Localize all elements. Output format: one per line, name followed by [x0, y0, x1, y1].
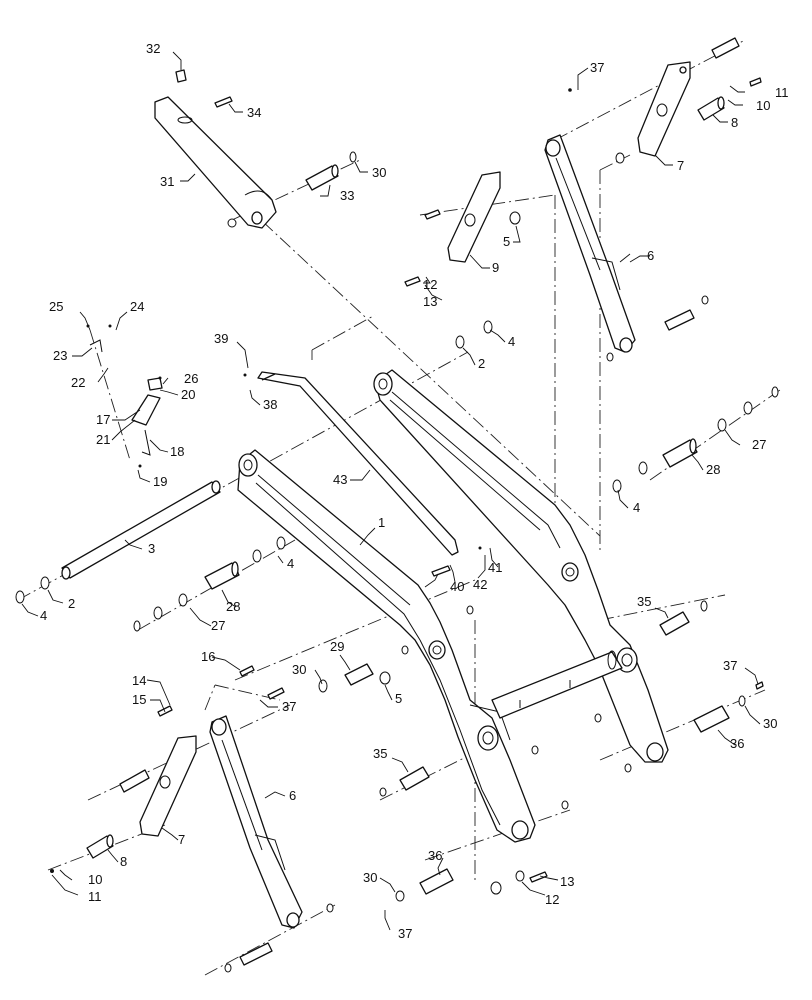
link-upper-right [544, 134, 636, 353]
callout-2: 2 [478, 356, 485, 371]
callout-25: 25 [49, 299, 63, 314]
callout-37: 37 [723, 658, 737, 673]
callout-11: 11 [775, 85, 789, 100]
callout-9: 9 [492, 260, 499, 275]
callout-33: 33 [340, 188, 354, 203]
callout-36: 36 [730, 736, 744, 751]
plate-lower-left [139, 735, 197, 837]
callout-19: 19 [153, 474, 167, 489]
loader-arm-far [373, 369, 669, 763]
callout-3: 3 [148, 541, 155, 556]
cross-tube [491, 650, 623, 719]
callout-30: 30 [363, 870, 377, 885]
callout-12: 12 [423, 277, 437, 292]
callout-35: 35 [373, 746, 387, 761]
callout-26: 26 [184, 371, 198, 386]
callout-12: 12 [545, 892, 559, 907]
callout-30: 30 [763, 716, 777, 731]
callout-4: 4 [40, 608, 47, 623]
callout-13: 13 [560, 874, 574, 889]
center-lines [17, 39, 781, 976]
callout-6: 6 [647, 248, 654, 263]
callout-15: 15 [132, 692, 146, 707]
callout-5: 5 [395, 691, 402, 706]
callout-28: 28 [706, 462, 720, 477]
callout-24: 24 [130, 299, 144, 314]
callout-1: 1 [378, 515, 385, 530]
callout-4: 4 [633, 500, 640, 515]
callout-34: 34 [247, 105, 261, 120]
callout-23: 23 [53, 348, 67, 363]
callout-7: 7 [178, 832, 185, 847]
callout-41: 41 [488, 560, 502, 575]
pivot-shaft [61, 480, 221, 580]
link-lower-left [209, 715, 303, 929]
callout-17: 17 [96, 412, 110, 427]
callout-18: 18 [170, 444, 184, 459]
callout-13: 13 [423, 294, 437, 309]
leader-lines [21, 51, 761, 931]
callout-14: 14 [132, 673, 146, 688]
callout-28: 28 [226, 599, 240, 614]
callout-42: 42 [473, 577, 487, 592]
callout-21: 21 [96, 432, 110, 447]
callout-11: 11 [88, 889, 102, 904]
link-rod [257, 371, 459, 556]
callout-7: 7 [677, 158, 684, 173]
callout-30: 30 [372, 165, 386, 180]
callout-6: 6 [289, 788, 296, 803]
hardware [15, 37, 779, 973]
callout-31: 31 [160, 174, 174, 189]
callout-43: 43 [333, 472, 347, 487]
callout-4: 4 [287, 556, 294, 571]
plates [139, 61, 691, 837]
callout-37: 37 [282, 699, 296, 714]
plate-upper-right [637, 61, 691, 157]
upper-bracket [154, 69, 277, 229]
callout-27: 27 [211, 618, 225, 633]
callout-29: 29 [330, 639, 344, 654]
callout-8: 8 [120, 854, 127, 869]
callout-37: 37 [590, 60, 604, 75]
callout-30: 30 [292, 662, 306, 677]
callout-39: 39 [214, 331, 228, 346]
callout-10: 10 [756, 98, 770, 113]
callout-20: 20 [181, 387, 195, 402]
callout-10: 10 [88, 872, 102, 887]
callout-22: 22 [71, 375, 85, 390]
callout-labels: 1 2 2 3 4 4 4 4 5 5 6 6 7 7 8 8 9 10 10 … [40, 41, 789, 941]
callout-8: 8 [731, 115, 738, 130]
callout-40: 40 [450, 579, 464, 594]
loader-arm-near [237, 449, 536, 843]
callout-2: 2 [68, 596, 75, 611]
callout-16: 16 [201, 649, 215, 664]
callout-32: 32 [146, 41, 160, 56]
callout-27: 27 [752, 437, 766, 452]
callout-37: 37 [398, 926, 412, 941]
callout-36: 36 [428, 848, 442, 863]
callout-35: 35 [637, 594, 651, 609]
callout-5: 5 [503, 234, 510, 249]
callout-38: 38 [263, 397, 277, 412]
callout-4: 4 [508, 334, 515, 349]
